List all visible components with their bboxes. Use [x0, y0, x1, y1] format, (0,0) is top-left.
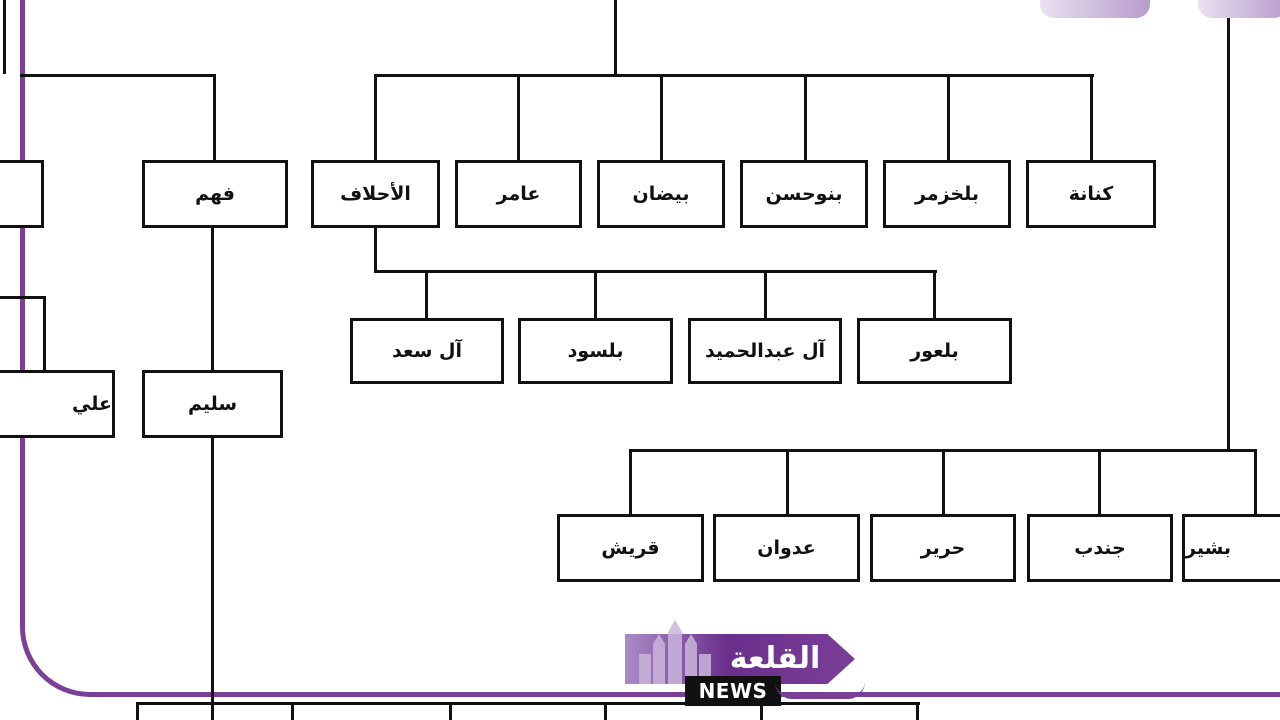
node-quraysh: قريش — [557, 514, 704, 582]
node-sulaym: سليم — [142, 370, 283, 438]
connector-line — [20, 74, 216, 77]
connector-line — [804, 74, 807, 162]
connector-line — [1227, 18, 1230, 452]
connector-line — [760, 702, 763, 720]
node-balsawd: بلسود — [518, 318, 673, 384]
brand-logo: القلعة NEWS — [625, 620, 875, 710]
connector-line — [374, 74, 377, 162]
connector-line — [291, 702, 294, 720]
connector-line — [1254, 449, 1257, 516]
logo-swoosh — [775, 682, 865, 699]
connector-line — [136, 702, 139, 720]
connector-line — [1098, 449, 1101, 516]
connector-line — [933, 270, 936, 320]
node-balaawr: بلعور — [857, 318, 1012, 384]
connector-line — [629, 449, 632, 516]
connector-line — [786, 449, 789, 516]
connector-line — [374, 226, 377, 273]
node-amer: عامر — [455, 160, 582, 228]
connector-line — [211, 436, 214, 720]
connector-line — [916, 702, 919, 720]
node-bnuhasan: بنوحسن — [740, 160, 868, 228]
corner-tab-right — [1198, 0, 1280, 18]
frame-border — [20, 0, 1280, 697]
node-ali: علي — [0, 370, 115, 438]
logo-arabic-text: القلعة — [729, 641, 821, 676]
connector-line — [374, 74, 1094, 77]
connector-line — [660, 74, 663, 162]
connector-line — [43, 296, 46, 372]
node-adwan: عدوان — [713, 514, 860, 582]
corner-tab-left — [1040, 0, 1150, 18]
node-harir: حرير — [870, 514, 1016, 582]
node-partial-left — [0, 160, 44, 228]
node-bashir: بشير — [1182, 514, 1280, 582]
castle-icon — [639, 620, 711, 684]
connector-line — [211, 226, 214, 372]
connector-line — [517, 74, 520, 162]
node-ahlaf: الأحلاف — [311, 160, 440, 228]
logo-news-text: NEWS — [685, 676, 781, 706]
connector-line — [604, 702, 607, 720]
connector-line — [0, 296, 46, 299]
node-baydan: بيضان — [597, 160, 725, 228]
connector-line — [942, 449, 945, 516]
node-kanana: كنانة — [1026, 160, 1156, 228]
connector-line — [213, 74, 216, 162]
node-balkhazmar: بلخزمر — [883, 160, 1011, 228]
connector-line — [594, 270, 597, 320]
connector-line — [1090, 74, 1093, 162]
connector-line — [374, 270, 937, 273]
connector-line — [764, 270, 767, 320]
node-al-abdulhamid: آل عبدالحميد — [688, 318, 842, 384]
connector-line — [947, 74, 950, 162]
node-al-saad: آل سعد — [350, 318, 504, 384]
connector-line — [425, 270, 428, 320]
connector-line — [3, 0, 6, 74]
connector-line — [136, 702, 920, 705]
node-fahm: فهم — [142, 160, 288, 228]
connector-line — [614, 0, 617, 77]
connector-line — [449, 702, 452, 720]
node-jundub: جندب — [1027, 514, 1173, 582]
